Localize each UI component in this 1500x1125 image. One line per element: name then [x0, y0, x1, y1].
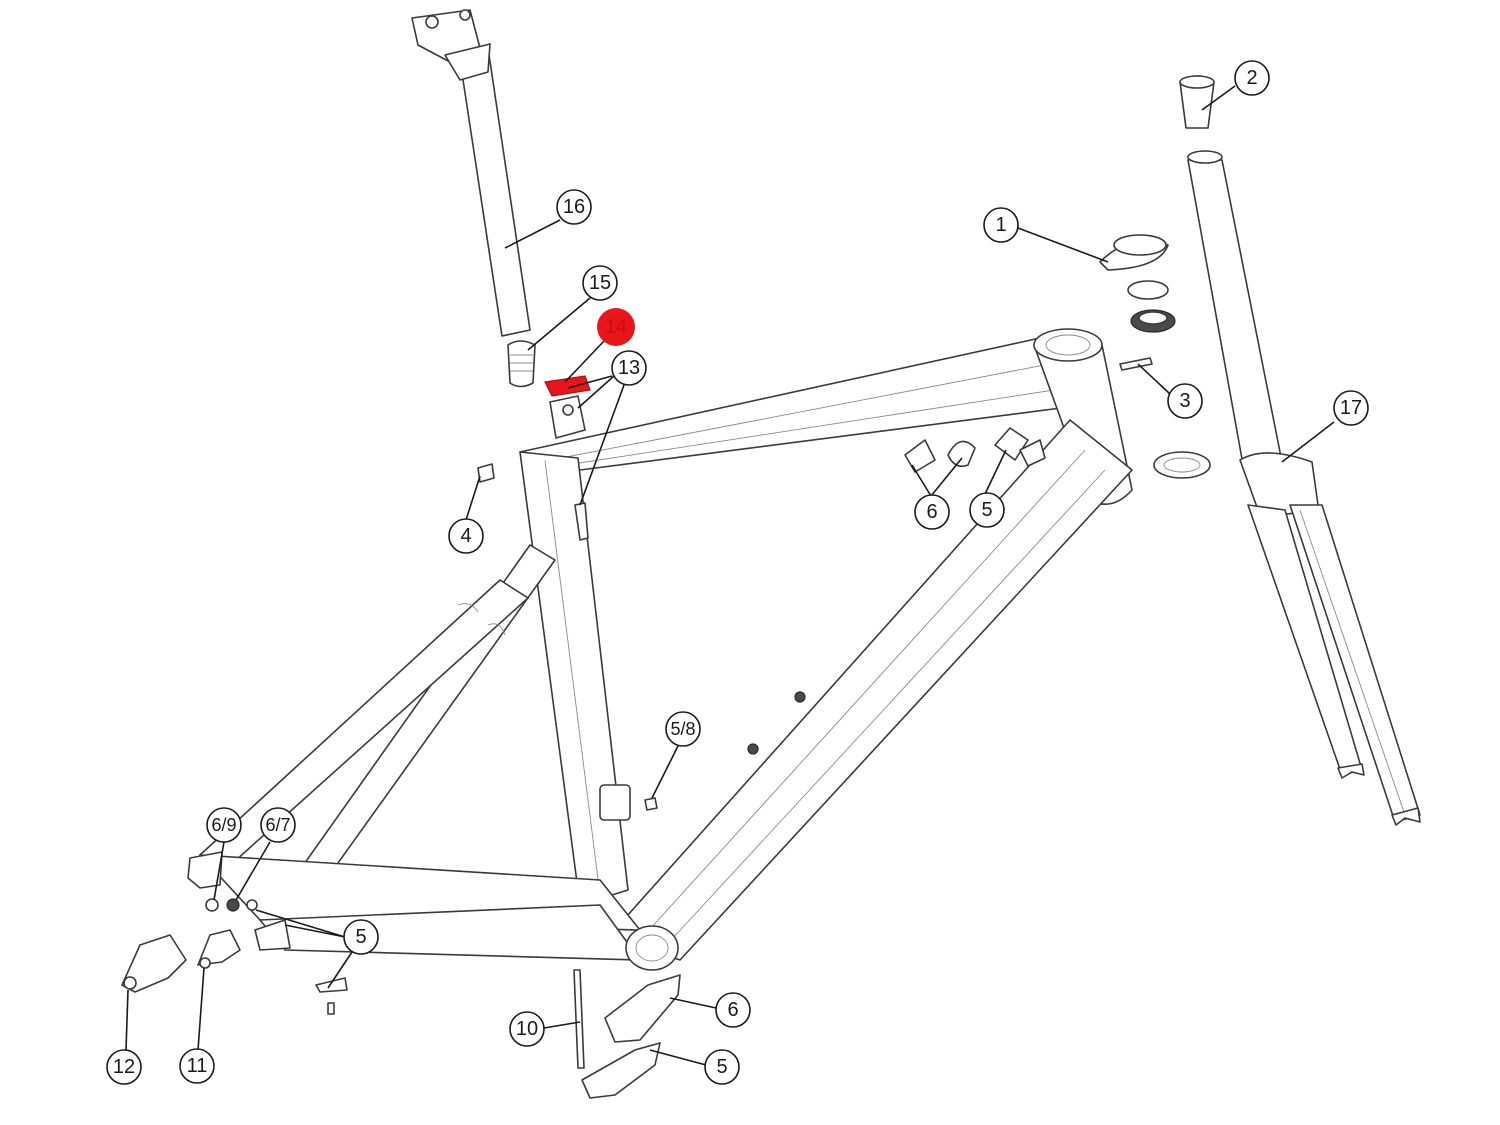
callout-label: 12: [113, 1056, 135, 1078]
headset-parts: [1099, 75, 1215, 479]
derailleur-hanger-11: [197, 929, 241, 966]
down-tube: [609, 419, 1133, 961]
highlighted-clamp-part: [544, 375, 591, 397]
leader-lines: [125, 85, 1335, 1066]
fork-blade-right: [1289, 504, 1421, 823]
small-insert: [477, 463, 495, 483]
callout-label: 2: [1246, 67, 1257, 89]
callout-17: 17: [1333, 390, 1369, 426]
bb-guide-6: [604, 974, 681, 1043]
callout-13: 13: [611, 350, 647, 386]
callout-label: 6: [926, 501, 937, 523]
pin: [1119, 357, 1153, 371]
callout-label: 5: [716, 1056, 727, 1078]
callout-16: 16: [556, 189, 592, 225]
callout-6-cable-guide: 6: [914, 494, 950, 530]
callout-label: 3: [1179, 390, 1190, 412]
seatpost: [411, 9, 531, 337]
callout-10: 10: [509, 1011, 545, 1047]
callout-5-8: 5/8: [665, 711, 701, 747]
axle: [573, 969, 585, 1069]
callout-5-rear: 5: [343, 919, 379, 955]
lower-bearing: [1153, 451, 1211, 479]
callout-2: 2: [1234, 60, 1270, 96]
callout-label: 6/7: [265, 815, 290, 835]
clamp-bolt: [574, 502, 589, 541]
compression-ring: [1127, 280, 1169, 300]
callout-6-bottom-guide: 6: [715, 992, 751, 1028]
callout-label: 5/8: [670, 719, 695, 739]
fork-steerer: [1187, 159, 1283, 471]
bottom-bracket: [625, 925, 679, 971]
fork: [1187, 150, 1421, 826]
seat-wedge: [507, 340, 536, 388]
clamp-block: [549, 395, 586, 439]
callout-3: 3: [1167, 383, 1203, 419]
callout-6-9: 6/9: [206, 807, 242, 843]
callout-label: 5: [355, 926, 366, 948]
derailleur-hanger-12: [121, 934, 187, 993]
callout-11: 11: [179, 1048, 215, 1084]
callout-label: 16: [563, 196, 585, 218]
callout-label: 15: [589, 272, 611, 294]
callout-14-highlighted: 14: [597, 308, 635, 346]
callout-label: 6: [727, 999, 738, 1021]
bb-guide-5: [581, 1042, 661, 1099]
seat-clamp-parts: [477, 340, 591, 541]
callout-label: 13: [618, 357, 640, 379]
callout-4: 4: [448, 518, 484, 554]
hardware-parts: [121, 797, 681, 1099]
seatpost-tube: [459, 47, 531, 337]
callout-label: 14: [605, 316, 627, 338]
callout-15: 15: [582, 265, 618, 301]
callout-6-7: 6/7: [260, 807, 296, 843]
seat-tube: [519, 451, 629, 906]
bicycle-frame: [187, 328, 1133, 971]
callout-label: 4: [460, 525, 471, 547]
callout-12: 12: [106, 1049, 142, 1085]
callout-1: 1: [983, 207, 1019, 243]
callout-5-cable-guide: 5: [969, 492, 1005, 528]
callout-label: 10: [516, 1018, 538, 1040]
callout-5-bottom-guide: 5: [704, 1049, 740, 1085]
callout-label: 5: [981, 499, 992, 521]
callout-label: 17: [1340, 397, 1362, 419]
callout-label: 1: [995, 214, 1006, 236]
callout-label: 6/9: [211, 815, 236, 835]
callout-label: 11: [187, 1055, 208, 1077]
